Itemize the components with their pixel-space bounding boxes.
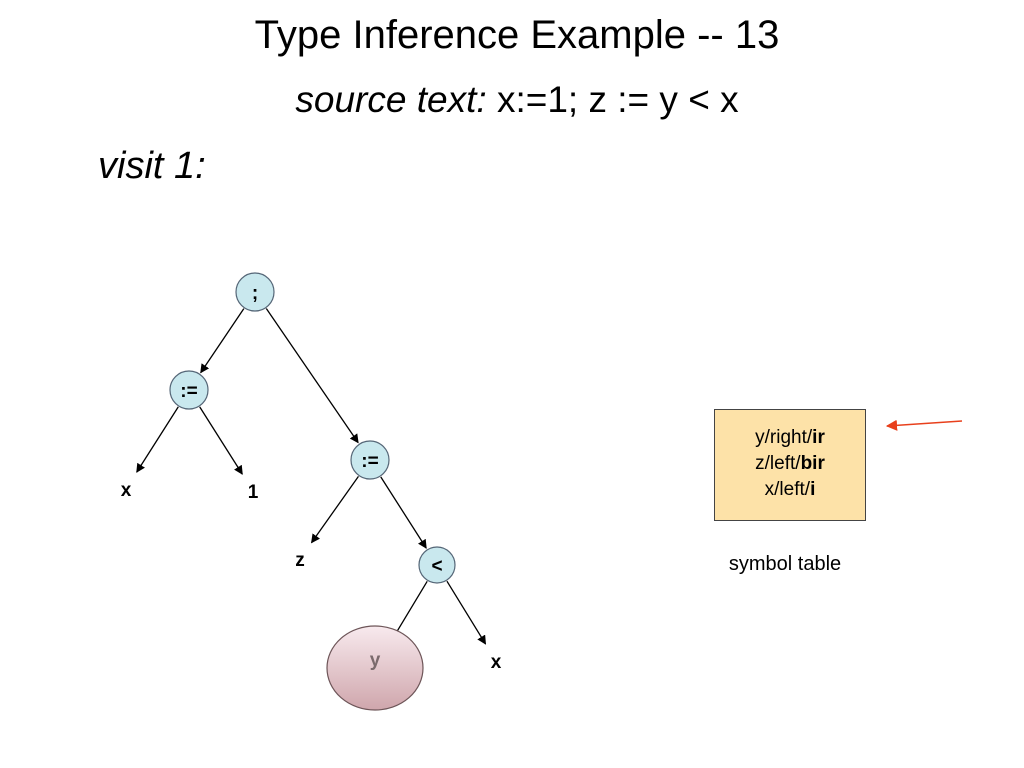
tree-node-lt: < bbox=[418, 546, 456, 584]
tree-node-root: ; bbox=[235, 272, 275, 312]
tree-node-label: := bbox=[361, 451, 378, 472]
slide-title: Type Inference Example -- 13 bbox=[254, 13, 780, 57]
tree-node-label: y bbox=[370, 650, 381, 671]
tree-node-x2: x bbox=[491, 652, 502, 673]
tree-node-x1: x bbox=[121, 480, 132, 501]
tree-edge-root-assign1 bbox=[200, 308, 245, 374]
tree-edge-assign1-x1 bbox=[136, 406, 179, 473]
symbol-table-row: z/left/bir bbox=[755, 453, 825, 474]
tree-node-label: 1 bbox=[248, 482, 259, 503]
tree-node-label: ; bbox=[252, 283, 258, 304]
source-text-code: x:=1; z := y < x bbox=[486, 79, 739, 120]
tree-node-label: z bbox=[295, 550, 305, 571]
tree-edge-assign2-lt bbox=[380, 476, 427, 549]
tree-node-y: y bbox=[326, 625, 424, 711]
symbol-table-row: x/left/i bbox=[764, 479, 816, 500]
tree-node-one: 1 bbox=[248, 482, 259, 503]
slide-subtitle: source text: x:=1; z := y < x bbox=[0, 76, 1024, 124]
tree-node-label: := bbox=[180, 381, 197, 402]
visit-label: visit 1: bbox=[98, 145, 206, 187]
tree-node-assign2: := bbox=[350, 440, 390, 480]
tree-node-label: < bbox=[431, 556, 442, 577]
tree-edge-lt-x2 bbox=[446, 580, 487, 645]
symbol-table-caption: symbol table bbox=[728, 553, 842, 575]
tree-node-z: z bbox=[295, 550, 305, 571]
symbol-table-row: y/right/ir bbox=[755, 427, 825, 448]
source-text-label: source text: bbox=[295, 79, 487, 120]
tree-edge-assign1-one bbox=[199, 406, 243, 475]
tree-edge-assign2-z bbox=[311, 475, 359, 544]
tree-node-label: x bbox=[121, 480, 132, 501]
tree-node-label: x bbox=[491, 652, 502, 673]
tree-edge-root-assign2 bbox=[265, 308, 359, 444]
tree-node-assign1: := bbox=[169, 370, 209, 410]
symbol-table-pointer-arrow bbox=[885, 419, 963, 431]
symbol-table: y/right/ir z/left/bir x/left/i bbox=[714, 409, 866, 521]
